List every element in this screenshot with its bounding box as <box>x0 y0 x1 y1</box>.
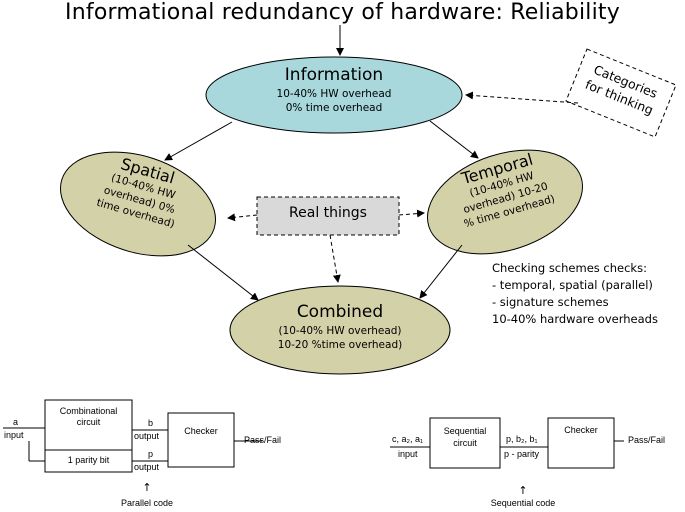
dash-arrow-spatial <box>227 213 258 222</box>
sequential-output-top: p, b₂, b₁ <box>506 434 538 444</box>
combined-ellipse <box>229 285 451 375</box>
parallel-output1-label: output <box>134 431 160 441</box>
parallel-b-label: b <box>148 418 154 428</box>
combined-node: Combined (10-40% HW overhead) 10-20 %tim… <box>240 302 440 352</box>
comb-line2: circuit <box>76 417 101 427</box>
parallel-passfail-label: Pass/Fail <box>244 435 282 445</box>
dash-arrow-combined <box>329 234 341 283</box>
sequential-input-top: c, a₂, a₁ <box>392 434 424 444</box>
parity-bit-label: 1 parity bit <box>67 455 110 465</box>
combined-line1: (10-40% HW overhead) <box>278 325 402 337</box>
information-title: Information <box>284 65 384 85</box>
dash-arrow-categories <box>465 91 579 104</box>
arrow-temporal-combined <box>419 244 463 299</box>
combinational-circuit-label: Combinational circuit <box>45 406 132 428</box>
combined-line2: 10-20 %time overhead) <box>277 339 403 351</box>
checking-heading: Checking schemes checks: <box>492 261 647 275</box>
parallel-code-circuit <box>3 399 262 473</box>
parallel-input-top: a <box>13 417 19 427</box>
sequential-passfail-label: Pass/Fail <box>628 435 666 445</box>
checking-item-2: - signature schemes <box>492 295 609 309</box>
parallel-up-arrow-icon: ↑ <box>142 481 152 494</box>
sequential-output-label: p - parity <box>504 449 540 459</box>
comb-line1: Combinational <box>59 406 118 416</box>
real-things-box <box>256 196 400 236</box>
combined-title: Combined <box>296 302 384 322</box>
information-line2: 0% time overhead <box>285 102 383 114</box>
dash-arrow-temporal <box>398 209 425 218</box>
sequential-checker-label: Checker <box>564 425 598 435</box>
sequential-input-label: input <box>398 449 418 459</box>
information-node: Information 10-40% HW overhead 0% time o… <box>206 65 462 115</box>
seq-line2: circuit <box>453 438 477 448</box>
sequential-circuit-label: Sequential circuit <box>430 425 500 449</box>
seq-line1: Sequential <box>443 426 487 436</box>
parallel-p-label: p <box>148 449 154 459</box>
categories-box <box>565 48 677 138</box>
sequential-up-arrow-icon: ↑ <box>518 484 528 497</box>
checking-schemes: Checking schemes checks: - temporal, spa… <box>492 260 682 328</box>
parallel-checker-label: Checker <box>184 426 218 436</box>
information-line1: 10-40% HW overhead <box>276 88 392 100</box>
spatial-ellipse <box>59 151 217 257</box>
sequential-code-circuit <box>390 417 624 469</box>
arrow-info-spatial <box>164 121 233 161</box>
real-things-label: Real things <box>289 205 367 221</box>
parallel-input-label: input <box>4 430 24 440</box>
parallel-output2-label: output <box>134 462 160 472</box>
sequential-code-caption: Sequential code <box>490 498 556 508</box>
checking-item-1: - temporal, spatial (parallel) <box>492 278 653 292</box>
temporal-ellipse <box>426 149 584 255</box>
page-title: Informational redundancy of hardware: Re… <box>65 0 620 25</box>
checking-item-3: 10-40% hardware overheads <box>492 312 658 326</box>
information-ellipse <box>205 56 463 134</box>
arrow-spatial-combined <box>187 244 259 301</box>
parallel-code-caption: Parallel code <box>120 498 174 508</box>
arrow-info-temporal <box>429 120 479 159</box>
